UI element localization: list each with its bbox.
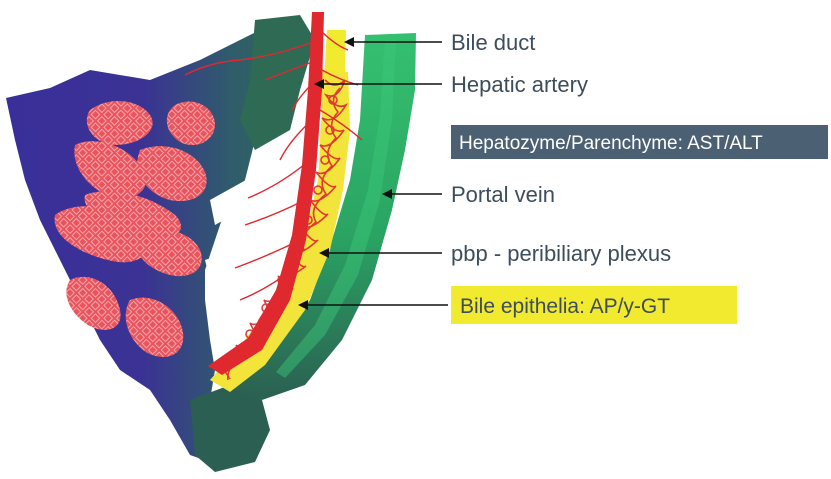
bile-epithelia-label: Bile epithelia: AP/y-GT (460, 295, 670, 319)
hepatozyme-label-box: Hepatozyme/Parenchyme: AST/ALT (451, 125, 828, 159)
hepatozyme-label: Hepatozyme/Parenchyme: AST/ALT (459, 133, 763, 155)
bile-epithelia-label-box: Bile epithelia: AP/y-GT (451, 286, 737, 324)
label-portal-vein: Portal vein (451, 184, 555, 206)
label-bile-duct: Bile duct (451, 32, 535, 54)
label-pbp: pbp - peribiliary plexus (451, 243, 671, 265)
pointer-portal-vein (382, 189, 442, 199)
label-hepatic-artery: Hepatic artery (451, 74, 588, 96)
